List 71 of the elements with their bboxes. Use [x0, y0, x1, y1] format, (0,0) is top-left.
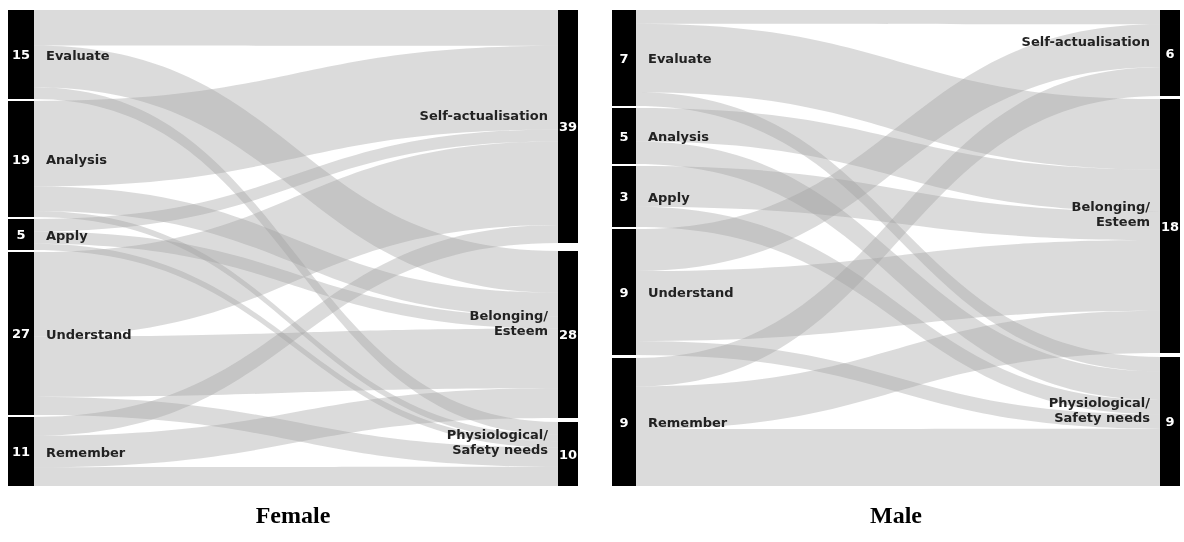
node-value: 9: [619, 284, 629, 300]
panel-title: Female: [255, 502, 331, 529]
flow-band: [34, 141, 558, 337]
node-label: Self-actualisation: [1021, 33, 1150, 49]
node-bar: [8, 417, 34, 486]
node-value: 11: [11, 444, 31, 459]
node-label: Analysis: [648, 128, 709, 144]
flow-band: [34, 45, 558, 187]
flow-band: [34, 129, 558, 232]
node-bar: [612, 108, 636, 164]
node-label: Physiological/ Safety needs: [1047, 394, 1150, 425]
flow-band: [636, 310, 1160, 430]
node-bar: [558, 251, 578, 418]
flow-band: [636, 206, 1160, 415]
node-label: Apply: [46, 227, 88, 242]
flow-band: [34, 186, 558, 317]
flow-band: [636, 108, 1160, 212]
node-label: Evaluate: [648, 50, 712, 66]
flow-band: [34, 45, 558, 293]
flow-band: [636, 23, 1160, 170]
flow-band: [34, 466, 558, 486]
node-bar: [8, 219, 34, 250]
node-label: Evaluate: [46, 47, 110, 62]
node-bar: [558, 10, 578, 243]
node-value: 39: [558, 119, 578, 134]
node-bar: [8, 252, 34, 415]
node-label: Belonging/ Esteem: [468, 307, 548, 338]
node-value: 28: [558, 327, 578, 342]
node-bar: [612, 229, 636, 355]
flow-band: [636, 428, 1160, 486]
node-label: Understand: [648, 284, 734, 300]
node-label: Self-actualisation: [419, 107, 548, 122]
node-value: 18: [1160, 218, 1180, 234]
node-bar: [1160, 99, 1180, 353]
node-bar: [612, 10, 636, 106]
node-value: 19: [11, 151, 31, 167]
node-value: 5: [16, 227, 26, 242]
node-value: 15: [11, 47, 31, 62]
node-bar: [612, 358, 636, 486]
node-bar: [8, 101, 34, 217]
node-bar: [1160, 357, 1180, 486]
node-value: 9: [619, 414, 629, 430]
flow-band: [34, 10, 558, 46]
flow-band: [636, 141, 1160, 400]
node-label: Remember: [648, 414, 728, 430]
node-value: 6: [1165, 45, 1175, 61]
flow-band: [34, 87, 558, 435]
flow-band: [636, 341, 1160, 429]
node-label: Belonging/ Esteem: [1070, 199, 1150, 229]
flow-band: [636, 166, 1160, 241]
node-bar: [8, 10, 34, 99]
flow-band: [34, 328, 558, 397]
node-bar: [558, 422, 578, 486]
node-label: Apply: [648, 189, 690, 204]
flow-band: [636, 24, 1160, 271]
node-label: Remember: [46, 444, 126, 459]
node-value: 3: [619, 189, 629, 204]
node-label: Physiological/ Safety needs: [445, 427, 548, 457]
node-value: 27: [11, 326, 31, 341]
node-value: 9: [1165, 414, 1175, 429]
node-value: 7: [619, 50, 629, 66]
node-value: 10: [558, 446, 578, 462]
node-bar: [1160, 10, 1180, 96]
node-label: Analysis: [46, 151, 107, 167]
node-label: Understand: [46, 326, 132, 341]
node-value: 5: [619, 128, 629, 144]
flow-band: [636, 10, 1160, 25]
panel-title: Male: [870, 502, 922, 529]
flow-band: [34, 231, 558, 329]
node-bar: [612, 166, 636, 227]
flow-band: [636, 240, 1160, 341]
